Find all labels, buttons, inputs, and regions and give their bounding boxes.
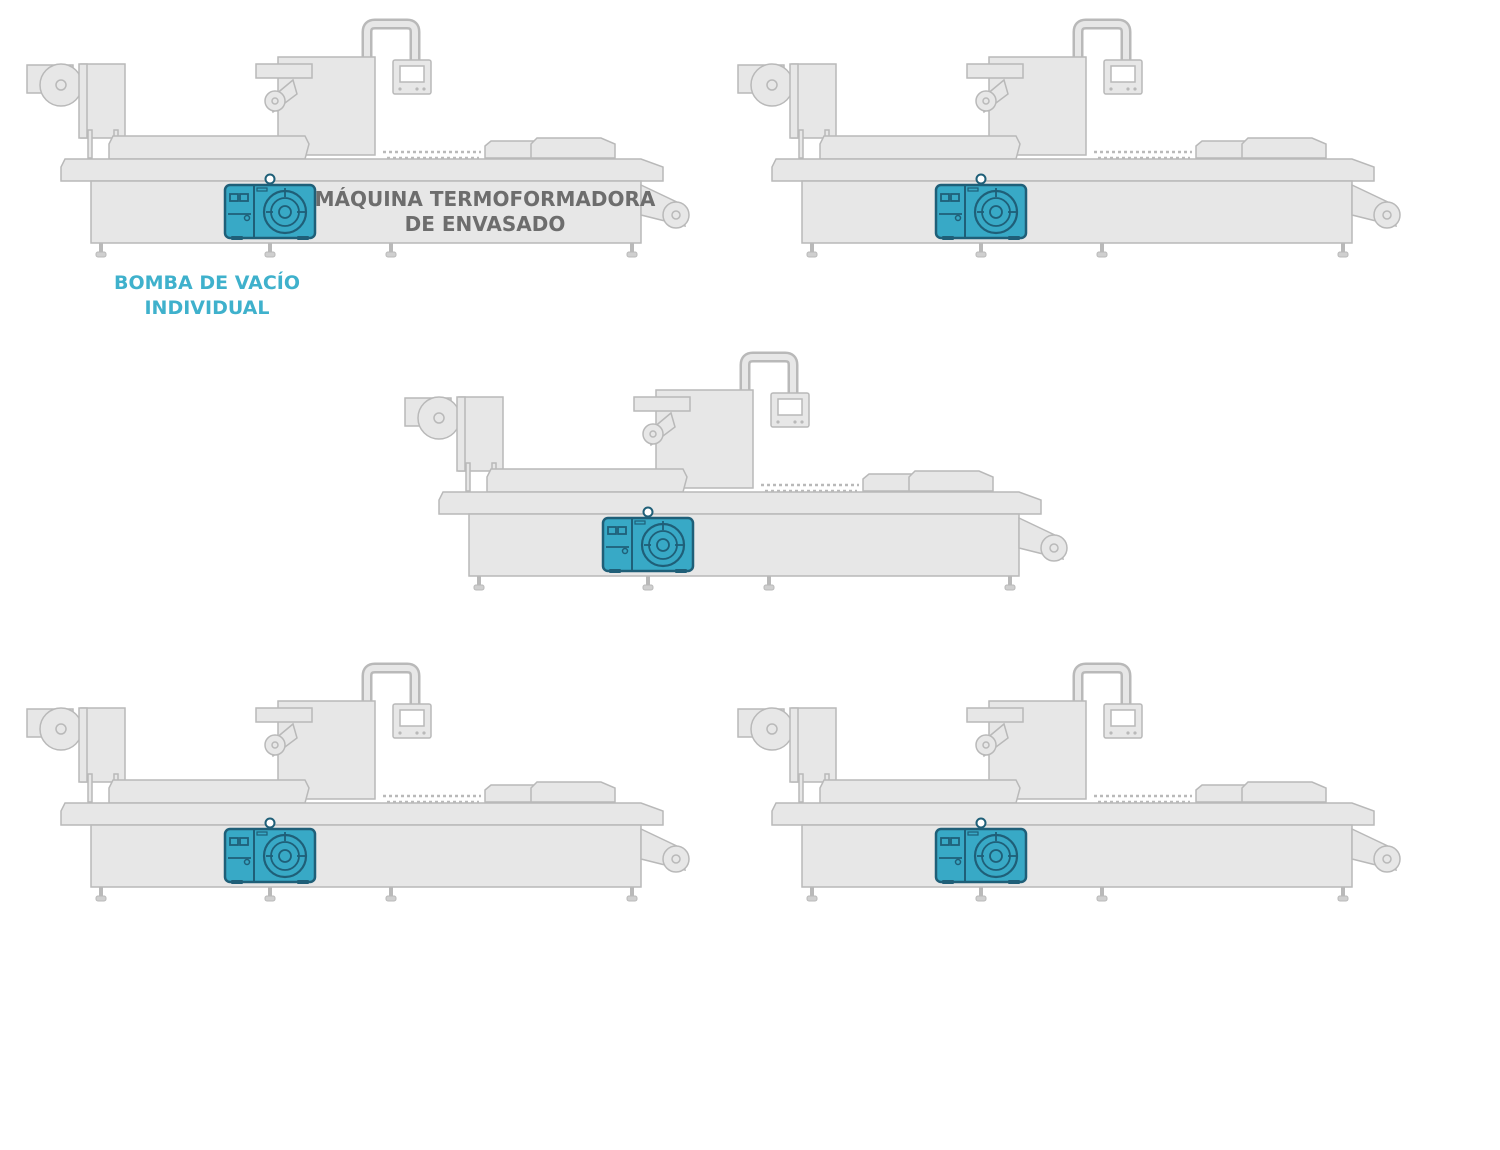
machine-label-line2: DE ENVASADO bbox=[405, 212, 566, 236]
pump-label-line1: BOMBA DE VACÍO bbox=[114, 271, 300, 294]
machine-top-left bbox=[27, 24, 689, 257]
machine-bottom-left bbox=[27, 668, 689, 901]
machine-top-right bbox=[738, 24, 1400, 257]
machine-bottom-right bbox=[738, 668, 1400, 901]
machine-label-line1: MÁQUINA TERMOFORMADORA bbox=[315, 187, 656, 211]
machine-center bbox=[405, 357, 1067, 590]
pump-label-line2: INDIVIDUAL bbox=[144, 297, 269, 319]
